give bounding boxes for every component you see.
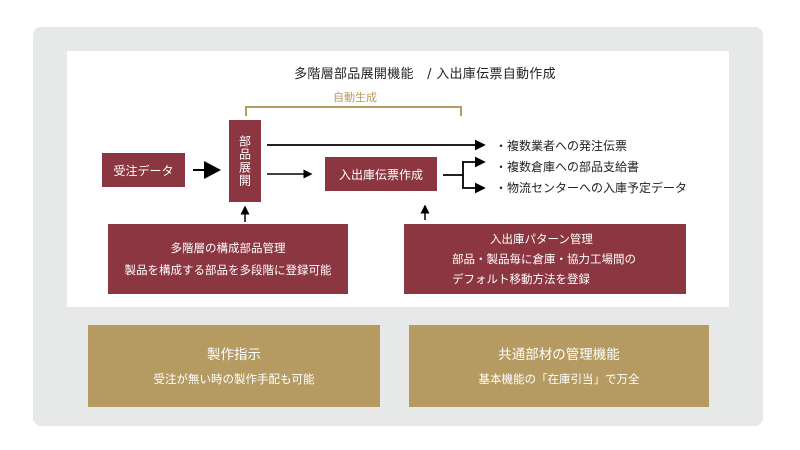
feature-common-materials: 共通部材の管理機能 基本機能の「在庫引当」で万全 bbox=[409, 325, 709, 407]
auto-generate-label: 自動生成 bbox=[333, 91, 377, 104]
pattern-management-box: 入出庫パターン管理 部品・製品毎に倉庫・協力工場間の デフォルト移動方法を登録 bbox=[404, 224, 686, 294]
output-item: 複数倉庫への部品支給書 bbox=[495, 157, 687, 178]
output-list: 複数業者への発注伝票 複数倉庫への部品支給書 物流センターへの入庫予定データ bbox=[495, 136, 687, 199]
output-item: 物流センターへの入庫予定データ bbox=[495, 178, 687, 199]
slip-creation-label: 入出庫伝票作成 bbox=[338, 167, 423, 182]
order-data-label: 受注データ bbox=[113, 163, 174, 178]
multi-level-parts-box: 多階層の構成部品管理 製品を構成する部品を多段階に登録可能 bbox=[108, 224, 348, 294]
feature-title: 製作指示 bbox=[207, 347, 261, 363]
feature-subtitle: 基本機能の「在庫引当」で万全 bbox=[478, 372, 640, 386]
feature-title: 共通部材の管理機能 bbox=[498, 347, 620, 363]
slip-creation-box: 入出庫伝票作成 bbox=[325, 157, 437, 191]
pattern-desc-1: 部品・製品毎に倉庫・協力工場間の bbox=[452, 252, 636, 266]
feature-subtitle: 受注が無い時の製作手配も可能 bbox=[153, 372, 315, 386]
pattern-title: 入出庫パターン管理 bbox=[490, 232, 593, 246]
pattern-desc-2: デフォルト移動方法を登録 bbox=[452, 272, 590, 286]
multi-level-title: 多階層の構成部品管理 bbox=[170, 241, 286, 255]
order-data-box: 受注データ bbox=[102, 153, 185, 187]
output-item: 複数業者への発注伝票 bbox=[495, 136, 687, 157]
multi-level-desc: 製品を構成する部品を多段階に登録可能 bbox=[124, 263, 332, 277]
feature-production-instruction: 製作指示 受注が無い時の製作手配も可能 bbox=[88, 325, 380, 407]
diagram-title: 多階層部品展開機能 / 入出庫伝票自動作成 bbox=[294, 67, 556, 82]
parts-expansion-label: 部品展開 bbox=[237, 135, 252, 187]
parts-expansion-box: 部品展開 bbox=[229, 120, 261, 202]
auto-generate-bracket bbox=[245, 106, 462, 116]
